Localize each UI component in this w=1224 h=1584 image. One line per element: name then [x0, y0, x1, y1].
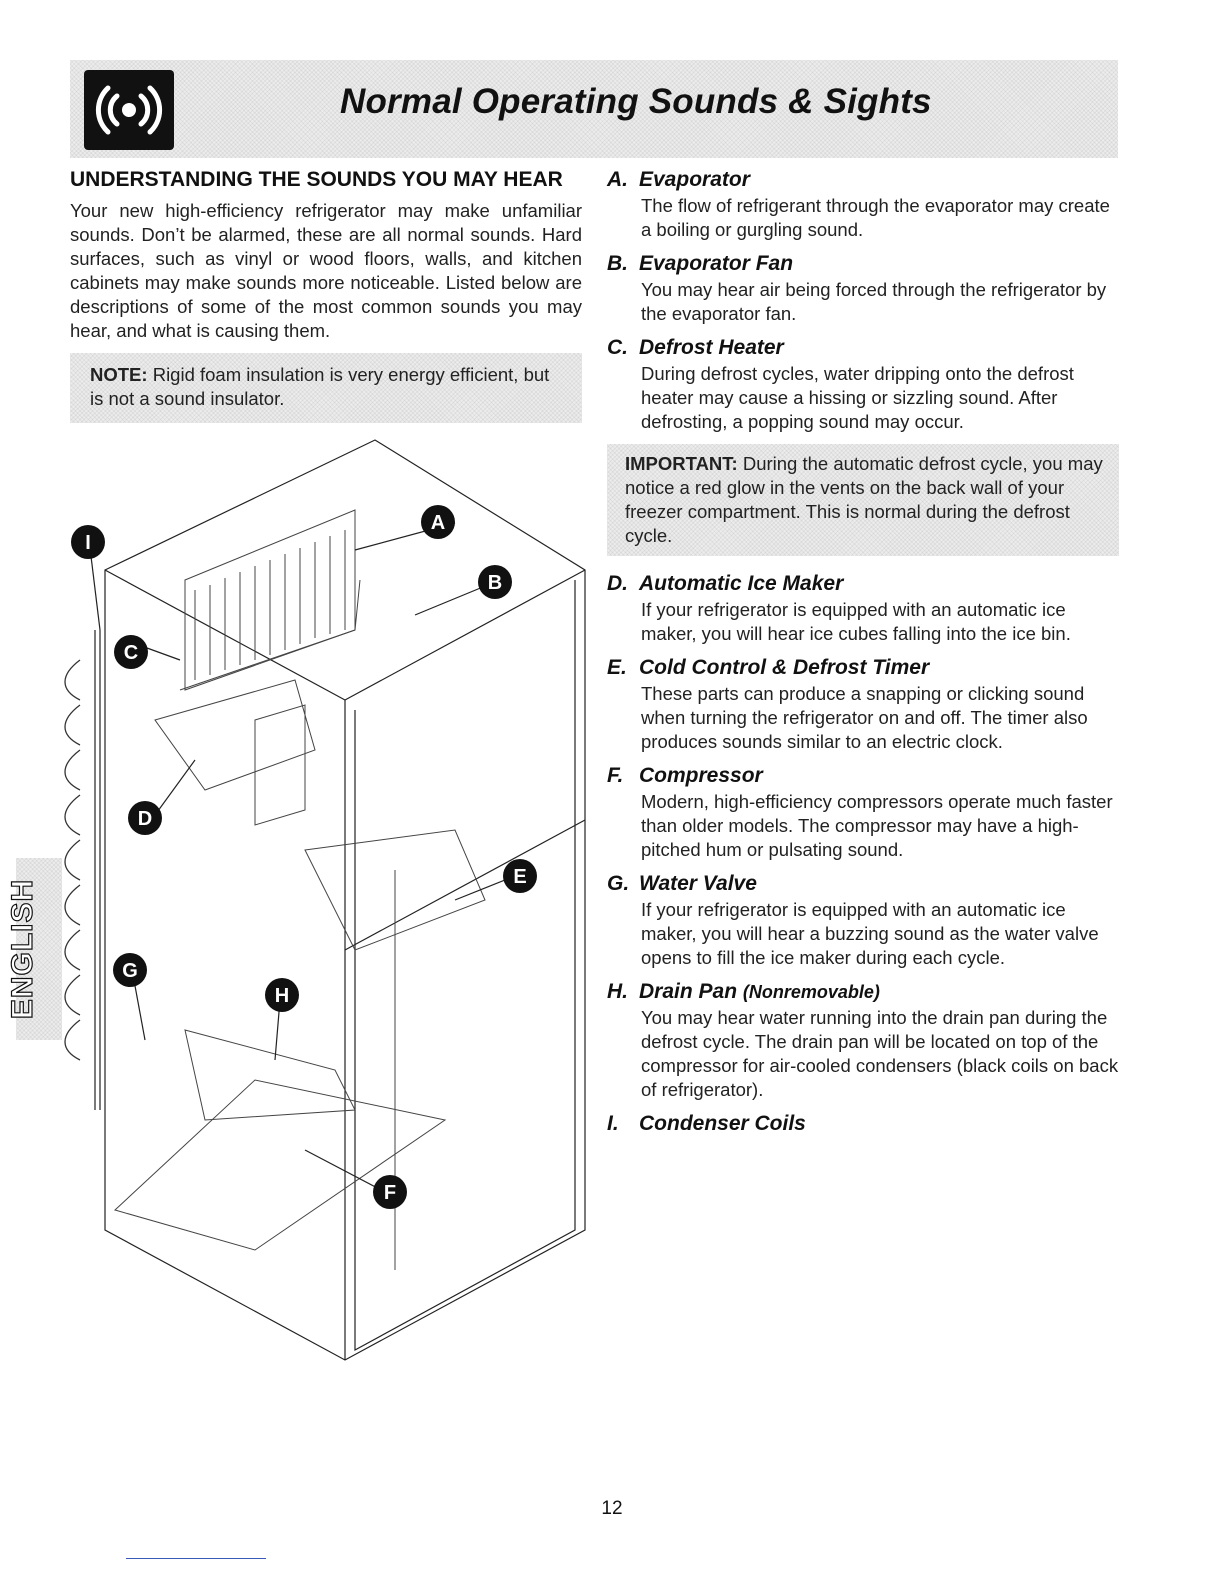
item-letter: C.: [607, 336, 628, 359]
list-item: D. Automatic Ice Maker If your refrigerat…: [607, 570, 1119, 646]
item-title: Automatic Ice Maker: [639, 572, 844, 595]
list-item: G. Water Valve If your refrigerator is eq…: [607, 870, 1119, 970]
important-box: IMPORTANT: During the automatic defrost …: [607, 444, 1119, 556]
important-label: IMPORTANT:: [625, 453, 738, 474]
item-body: The flow of refrigerant through the evap…: [641, 195, 1110, 240]
callout-g: G: [122, 960, 138, 982]
item-body: Modern, high-efficiency compressors oper…: [641, 791, 1113, 860]
callout-i: I: [85, 532, 91, 554]
item-letter: B.: [607, 252, 628, 275]
item-letter: F.: [607, 764, 624, 787]
callout-a: A: [431, 512, 445, 534]
callout-c: C: [124, 642, 138, 664]
item-body: These parts can produce a snapping or cl…: [641, 683, 1088, 752]
item-title: Evaporator Fan: [639, 252, 794, 275]
footer-rule: [126, 1558, 266, 1559]
callout-b: B: [488, 572, 502, 594]
item-letter: D.: [607, 572, 628, 595]
intro-paragraph: Your new high-efficiency refrigerator ma…: [70, 200, 582, 341]
refrigerator-diagram: A B C D E F G H I: [55, 430, 595, 1370]
item-letter: E.: [607, 656, 627, 679]
item-letter: H.: [607, 980, 628, 1003]
item-title-sub: (Nonremovable): [742, 982, 880, 1002]
item-title: Evaporator: [639, 168, 750, 191]
item-body: During defrost cycles, water dripping on…: [641, 363, 1074, 432]
callout-f: F: [384, 1182, 396, 1204]
list-item: I. Condenser Coils: [607, 1110, 1119, 1138]
item-body: If your refrigerator is equipped with an…: [641, 599, 1071, 644]
note-box: NOTE: Rigid foam insulation is very ener…: [70, 353, 582, 423]
header-band: [70, 60, 1118, 158]
item-title: Compressor: [639, 764, 763, 787]
note-label: NOTE:: [90, 364, 148, 385]
important-text: During the automatic defrost cycle, you …: [625, 453, 1103, 546]
list-item: C. Defrost Heater During defrost cycles, …: [607, 334, 1119, 434]
sounds-list: A. Evaporator The flow of refrigerant thr…: [607, 166, 1119, 1146]
list-item: B. Evaporator Fan You may hear air being …: [607, 250, 1119, 326]
note-text: Rigid foam insulation is very energy eff…: [90, 364, 550, 409]
item-title: Condenser Coils: [639, 1112, 806, 1135]
item-body: You may hear water running into the drai…: [641, 1007, 1119, 1100]
item-letter: A.: [607, 168, 628, 191]
callout-e: E: [513, 866, 526, 888]
language-tab: [16, 858, 62, 1040]
list-item: A. Evaporator The flow of refrigerant thr…: [607, 166, 1119, 242]
language-tab-label: ENGLISH: [5, 878, 39, 1020]
item-body: You may hear air being forced through th…: [641, 279, 1107, 324]
list-item: H. Drain Pan (Nonremovable) You may hear …: [607, 978, 1119, 1102]
item-title: Water Valve: [639, 872, 757, 895]
page-number: 12: [601, 1498, 623, 1519]
sound-waves-icon: [84, 70, 174, 150]
item-body: If your refrigerator is equipped with an…: [641, 899, 1099, 968]
item-title: Drain Pan: [639, 980, 738, 1003]
item-title: Cold Control & Defrost Timer: [639, 656, 930, 679]
item-title: Defrost Heater: [639, 336, 784, 359]
callout-d: D: [138, 808, 152, 830]
item-letter: G.: [607, 872, 630, 895]
item-letter: I.: [607, 1112, 619, 1135]
list-item: E. Cold Control & Defrost Timer These par…: [607, 654, 1119, 754]
list-item: F. Compressor Modern, high-efficiency com…: [607, 762, 1119, 862]
callout-h: H: [275, 985, 289, 1007]
section-heading: UNDERSTANDING THE SOUNDS YOU MAY HEAR: [70, 168, 563, 191]
page-title: Normal Operating Sounds & Sights: [340, 82, 932, 121]
